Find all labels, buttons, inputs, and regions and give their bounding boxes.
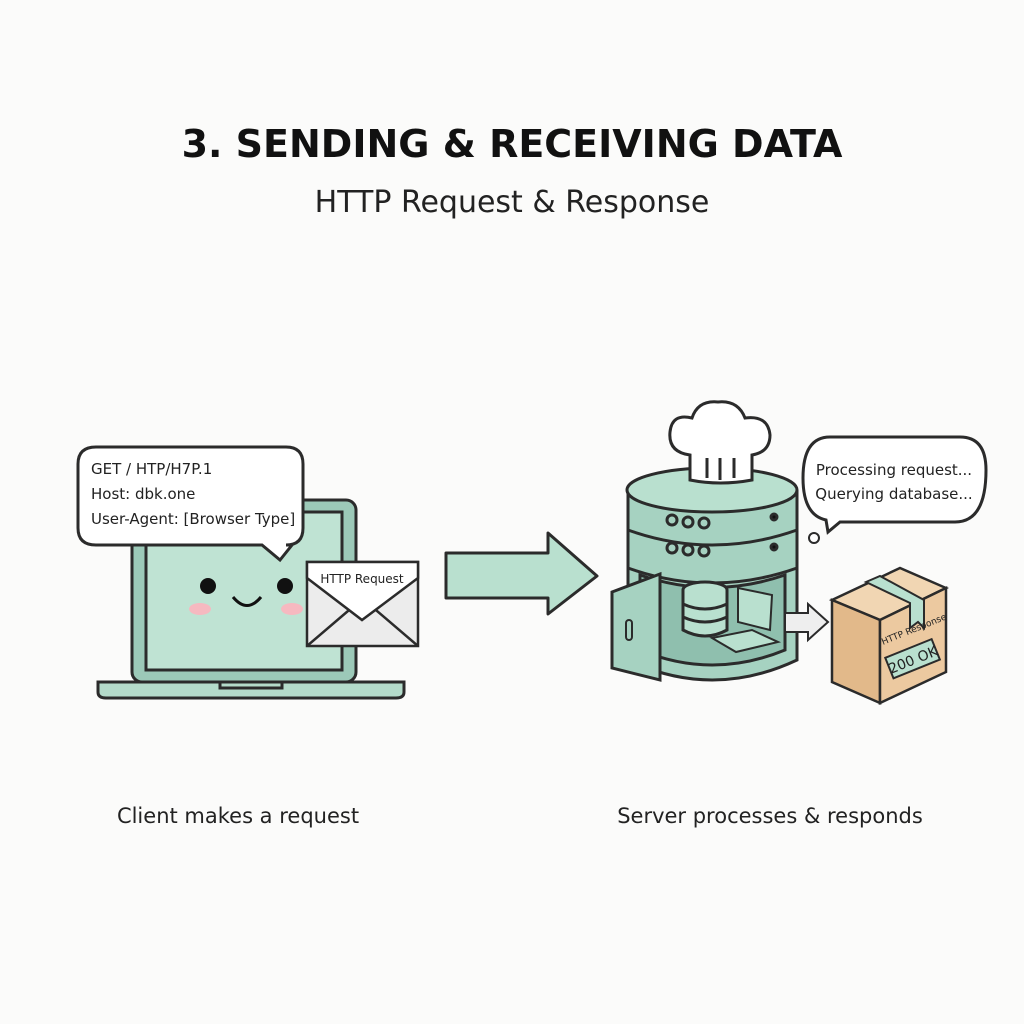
server-thought-bubble: Processing request... Querying database.… — [801, 435, 988, 544]
request-line: User-Agent: [Browser Type] — [91, 510, 295, 528]
envelope-icon: HTTP Request — [305, 560, 420, 648]
server-caption: Server processes & responds — [617, 804, 923, 828]
arrow-right-icon — [444, 531, 599, 616]
envelope-label: HTTP Request — [320, 572, 404, 586]
request-line: GET / HTP/H7P.1 — [91, 460, 212, 478]
chef-hat-icon — [668, 400, 772, 485]
page-subtitle: HTTP Request & Response — [314, 185, 710, 220]
thought-line: Processing request... — [816, 461, 972, 479]
page-title: 3. SENDING & RECEIVING DATA — [181, 122, 843, 166]
package-box-icon: HTTP Response 200 OK — [828, 566, 949, 705]
client-caption: Client makes a request — [116, 804, 360, 828]
request-speech-bubble: GET / HTP/H7P.1 Host: dbk.one User-Agent… — [76, 445, 305, 563]
thought-line: Querying database... — [815, 485, 972, 503]
laptop-face — [189, 578, 303, 615]
request-line: Host: dbk.one — [91, 485, 195, 503]
server-icon — [610, 466, 799, 682]
small-arrow-icon — [784, 601, 830, 643]
